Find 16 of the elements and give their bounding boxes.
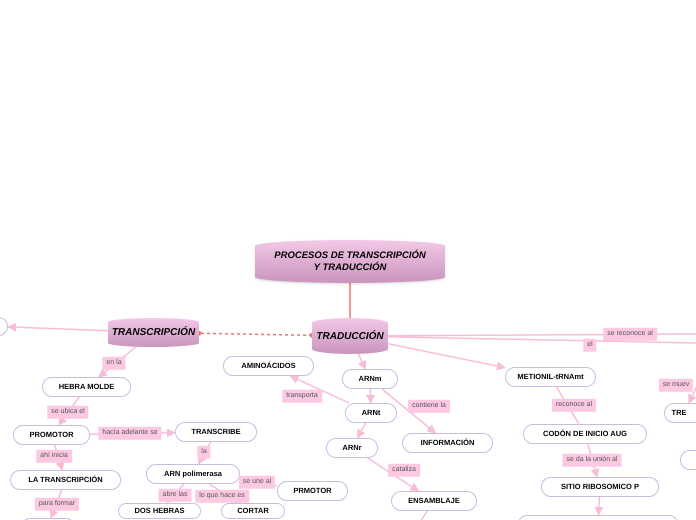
arrow: [367, 457, 420, 492]
arrow: [382, 388, 436, 434]
arrow: [388, 343, 506, 370]
arrow: [98, 346, 136, 378]
connector-line: [388, 336, 696, 344]
title-banner: PROCESOS DE TRANSCRIPCIÓN Y TRADUCCIÓN: [255, 240, 445, 283]
topic-banner: TRANSCRIPCIÓN: [108, 318, 199, 347]
connector-line: [419, 510, 428, 520]
arrow: [290, 375, 350, 404]
topic-banner: TRADUCCIÓN: [312, 318, 388, 354]
arrow: [356, 422, 366, 439]
arrow: [594, 496, 604, 516]
arrow: [366, 388, 375, 404]
connector-line: [349, 283, 351, 318]
arrow: [358, 354, 366, 370]
arrow: [7, 322, 108, 332]
